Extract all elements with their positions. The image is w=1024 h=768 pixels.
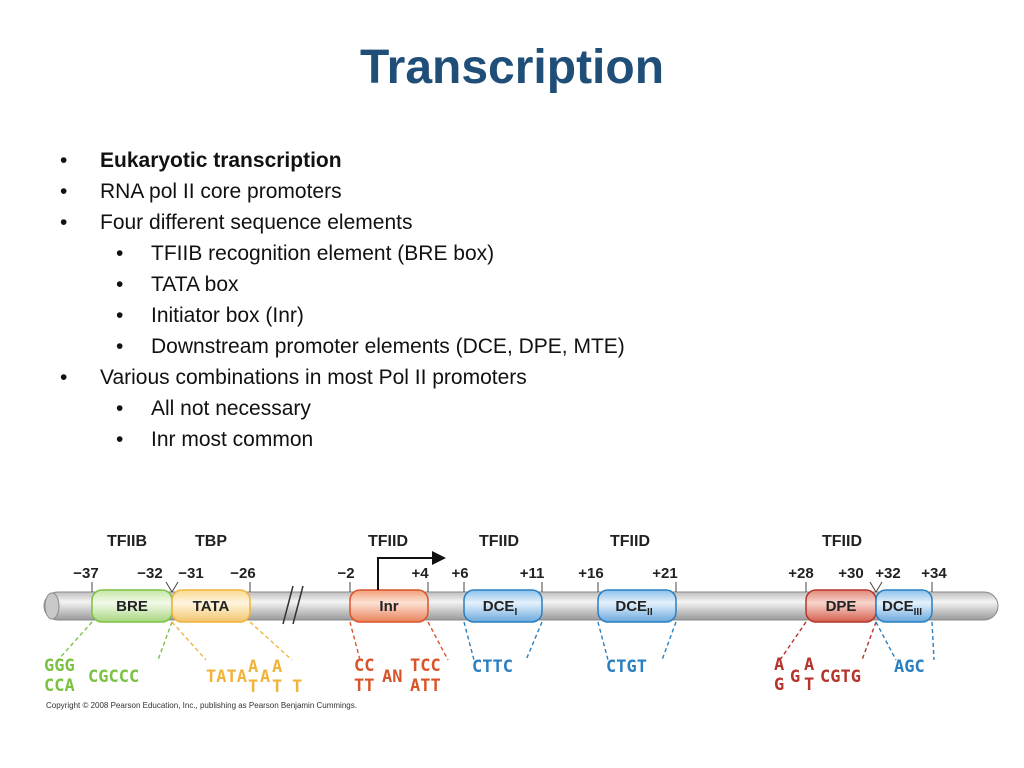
svg-text:TT: TT	[354, 676, 374, 696]
svg-text:T: T	[292, 677, 302, 697]
svg-text:T: T	[804, 675, 814, 695]
factor-label: TFIID	[822, 533, 862, 550]
copyright-text: Copyright © 2008 Pearson Education, Inc.…	[46, 701, 357, 710]
factor-label: TFIID	[610, 533, 650, 550]
svg-text:A: A	[260, 667, 270, 687]
svg-text:T: T	[248, 677, 258, 697]
dce2-sequence: CTGT	[606, 657, 647, 677]
position-label: −2	[337, 565, 354, 582]
dce3-sequence: AGC	[894, 657, 925, 677]
bre-label: BRE	[116, 598, 148, 615]
dpe-label: DPE	[826, 598, 857, 615]
inr-sequence: CC TT AN TCC ATT	[354, 656, 441, 696]
svg-text:CGCCC: CGCCC	[88, 667, 139, 687]
dce2-label: DCEII	[615, 598, 652, 618]
break-mark	[282, 585, 294, 625]
svg-text:CGTG: CGTG	[820, 667, 861, 687]
tata-label: TATA	[193, 598, 230, 615]
svg-text:G: G	[790, 667, 800, 687]
position-label: −26	[230, 565, 255, 582]
svg-text:T: T	[272, 677, 282, 697]
dce3-element	[875, 589, 933, 623]
position-label: −37	[73, 565, 98, 582]
svg-text:CCA: CCA	[44, 676, 75, 696]
svg-text:ATT: ATT	[410, 676, 441, 696]
dce3-label: DCEIII	[882, 598, 922, 618]
svg-text:CC: CC	[354, 656, 374, 676]
dpe-sequence: A G G A T CGTG	[774, 655, 861, 695]
factor-label: TFIID	[368, 533, 408, 550]
svg-text:A: A	[774, 655, 784, 675]
tata-sequence: TATA A T A A T T	[206, 657, 302, 697]
position-label: +6	[451, 565, 468, 582]
dna-end-cap	[44, 592, 60, 620]
position-label: +21	[652, 565, 677, 582]
inr-element	[349, 589, 429, 623]
svg-text:TATA: TATA	[206, 667, 247, 687]
slide-title: Transcription	[359, 41, 665, 94]
break-mark	[292, 585, 304, 625]
factor-label: TBP	[195, 533, 227, 550]
position-label: +28	[788, 565, 813, 582]
position-label: −32	[137, 565, 162, 582]
transcription-start-arrow	[377, 557, 434, 590]
position-label: +11	[520, 565, 545, 582]
dce1-sequence: CTTC	[472, 657, 513, 677]
position-label: +34	[921, 565, 947, 582]
dce2-element	[597, 589, 677, 623]
position-label: −31	[178, 565, 203, 582]
tata-element	[171, 589, 251, 623]
factor-label: TFIID	[479, 533, 519, 550]
inr-label: Inr	[379, 598, 398, 615]
svg-text:AN: AN	[382, 667, 402, 687]
position-ticks	[91, 581, 933, 593]
svg-text:GGG: GGG	[44, 656, 75, 676]
svg-text:A: A	[272, 657, 282, 677]
position-label: +16	[578, 565, 603, 582]
svg-text:A: A	[248, 657, 258, 677]
svg-text:TCC: TCC	[410, 656, 441, 676]
position-label: +32	[875, 565, 900, 582]
position-label: +4	[411, 565, 429, 582]
bre-sequence: GGG CCA CGCCC	[44, 656, 139, 696]
sequence-connectors	[57, 621, 935, 661]
arrow-head-icon	[432, 551, 446, 565]
dce1-label: DCEI	[483, 598, 518, 618]
svg-text:G: G	[774, 675, 784, 695]
factor-label: TFIIB	[107, 533, 147, 550]
dce1-element	[463, 589, 543, 623]
position-label: +30	[838, 565, 863, 582]
svg-text:A: A	[804, 655, 814, 675]
